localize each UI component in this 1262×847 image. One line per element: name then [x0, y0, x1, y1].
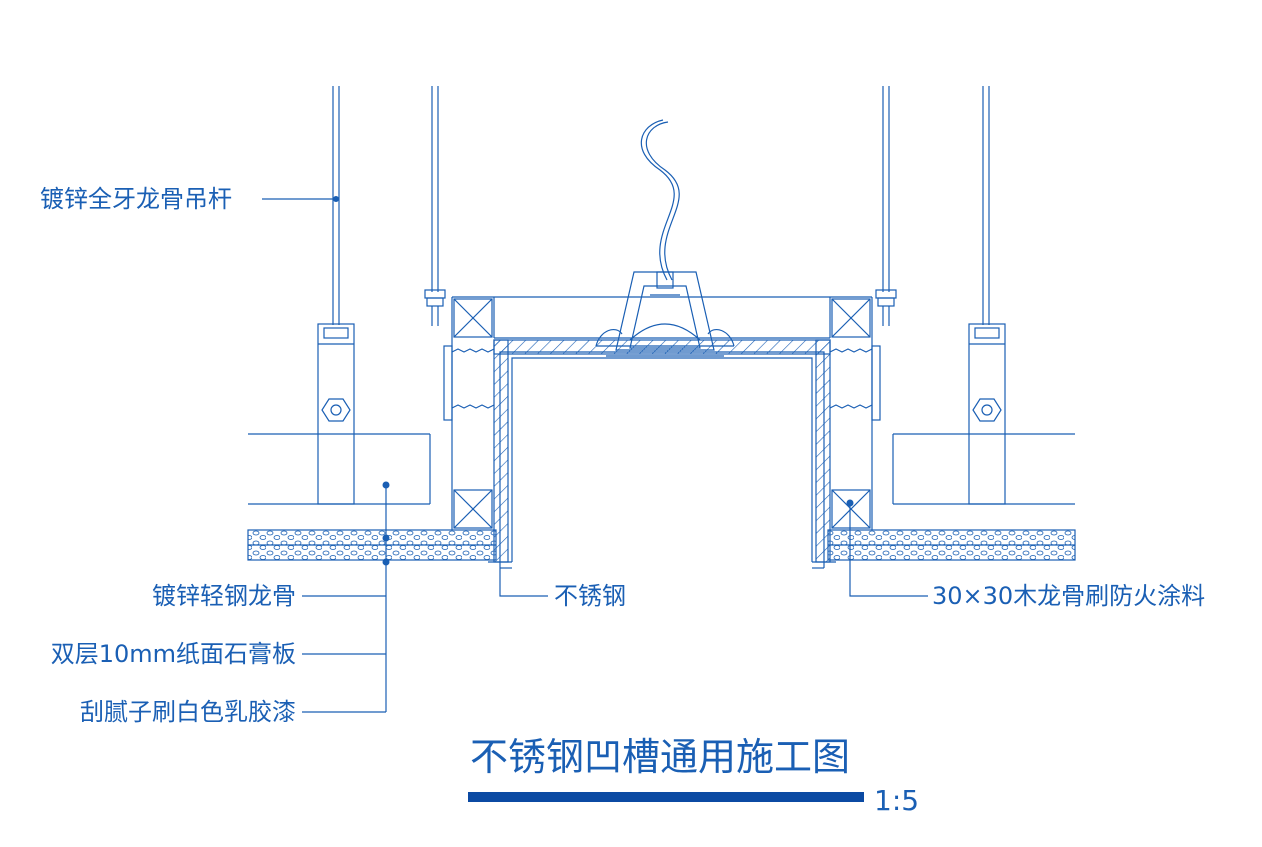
- hanger-rod-right-outer: [982, 86, 990, 325]
- label-light-steel-keel: 镀锌轻钢龙骨: [152, 582, 296, 610]
- label-stainless-steel: 不锈钢: [554, 582, 626, 610]
- light-fixture: [595, 119, 735, 357]
- rod-nut-left: [424, 289, 446, 326]
- label-gypsum-board: 双层10mm纸面石膏板: [51, 640, 296, 668]
- leader-stainless: [499, 568, 548, 597]
- light-steel-keel-right: [892, 433, 1075, 505]
- drawing-scale: 1:5: [874, 784, 919, 817]
- wood-keel-block-bottom-right: [831, 489, 871, 529]
- gypsum-board-right: [827, 529, 1076, 561]
- screws-left: [443, 345, 495, 421]
- label-putty-paint: 刮腻子刷白色乳胶漆: [80, 698, 296, 726]
- hanger-bracket-left: [317, 323, 355, 505]
- leader-vertical-left: [302, 485, 387, 713]
- hanger-rod-left-inner: [431, 86, 439, 292]
- wood-keel-block-top-left: [453, 298, 493, 338]
- groove-gypsum-left-wall: [493, 339, 509, 563]
- leader-dots: [333, 196, 854, 566]
- light-steel-keel-left: [248, 433, 431, 505]
- hanger-rod-right-inner: [882, 86, 890, 292]
- wood-keel-top-frame: [451, 296, 873, 530]
- groove-gypsum-right-wall: [815, 339, 831, 563]
- leader-wood-keel: [849, 503, 928, 597]
- wood-keel-block-top-right: [831, 298, 871, 338]
- hanger-rod-left-outer: [332, 86, 340, 325]
- groove-gypsum-top: [493, 339, 831, 355]
- screws-right: [829, 345, 881, 421]
- gypsum-board-left: [247, 529, 497, 561]
- label-hanger-rod: 镀锌全牙龙骨吊杆: [40, 185, 232, 213]
- title-underline-bar: [468, 792, 864, 802]
- wood-keel-block-bottom-left: [453, 489, 493, 529]
- rod-nut-right: [875, 289, 897, 326]
- label-wood-keel: 30×30木龙骨刷防火涂料: [932, 582, 1205, 610]
- drawing-title: 不锈钢凹槽通用施工图: [470, 735, 850, 779]
- hanger-bracket-right: [968, 323, 1006, 505]
- stainless-steel-lining: [488, 351, 836, 569]
